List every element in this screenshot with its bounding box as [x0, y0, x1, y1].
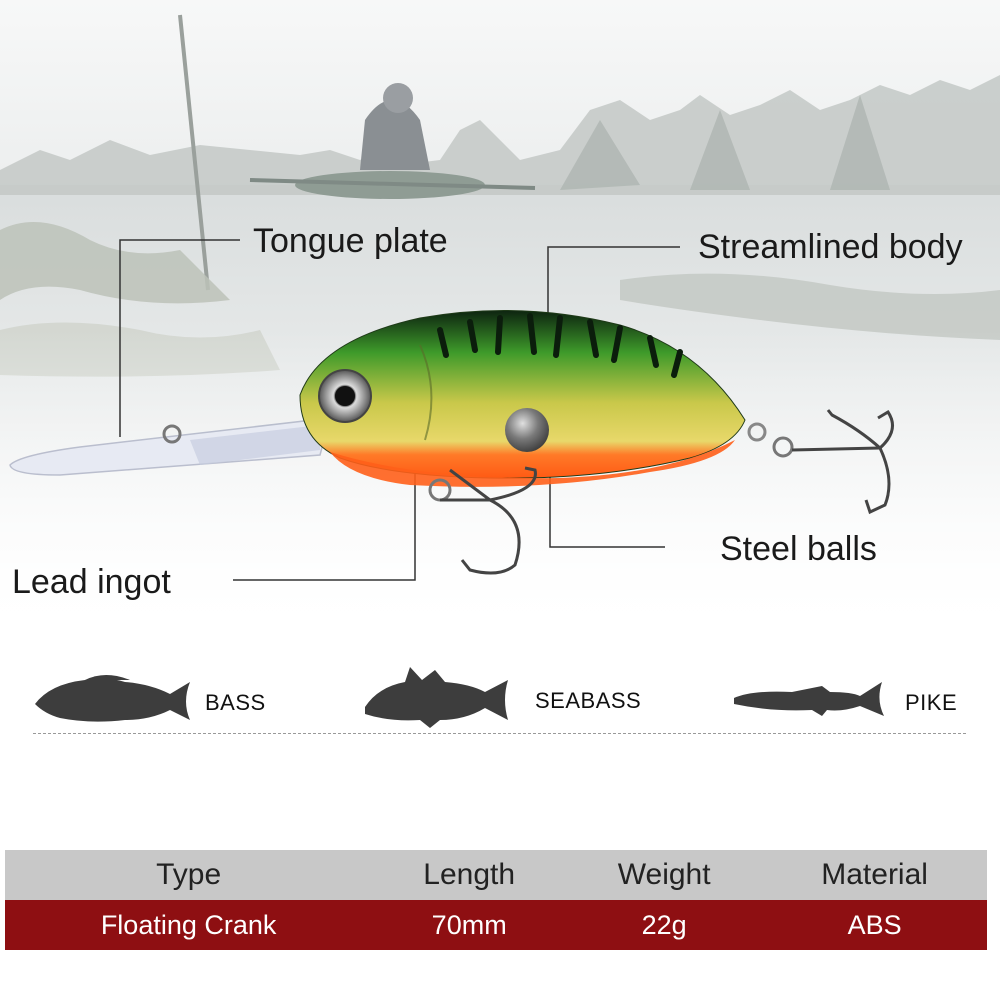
- pike-silhouette-icon: [734, 682, 884, 716]
- divider: [33, 733, 966, 734]
- specs-header-row: Type Length Weight Material: [5, 850, 987, 900]
- crankbait-lure: [9, 309, 894, 575]
- tongue-plate-leader: [119, 239, 240, 437]
- tongue-plate-label: Tongue plate: [253, 222, 448, 260]
- fish-label-pike: PIKE: [905, 690, 958, 715]
- lake-scene: [0, 0, 1000, 640]
- steel-balls-label: Steel balls: [720, 530, 877, 568]
- streamlined-body-label: Streamlined body: [698, 228, 963, 266]
- header-length: Length: [372, 850, 567, 900]
- fish-label-bass: BASS: [205, 690, 266, 715]
- lead-ingot-leader: [233, 465, 416, 581]
- value-type: Floating Crank: [5, 900, 373, 950]
- header-type: Type: [5, 850, 373, 900]
- specs-table: Type Length Weight Material Floating Cra…: [5, 850, 987, 950]
- bass-silhouette-icon: [35, 675, 190, 722]
- header-weight: Weight: [566, 850, 763, 900]
- value-material: ABS: [762, 900, 987, 950]
- specs-value-row: Floating Crank 70mm 22g ABS: [5, 900, 987, 950]
- seabass-silhouette-icon: [365, 667, 508, 728]
- value-length: 70mm: [372, 900, 567, 950]
- value-weight: 22g: [566, 900, 763, 950]
- lead-ingot-label: Lead ingot: [12, 563, 171, 601]
- steel-ball: [505, 408, 549, 452]
- fish-label-seabass: SEABASS: [535, 688, 642, 713]
- header-material: Material: [762, 850, 987, 900]
